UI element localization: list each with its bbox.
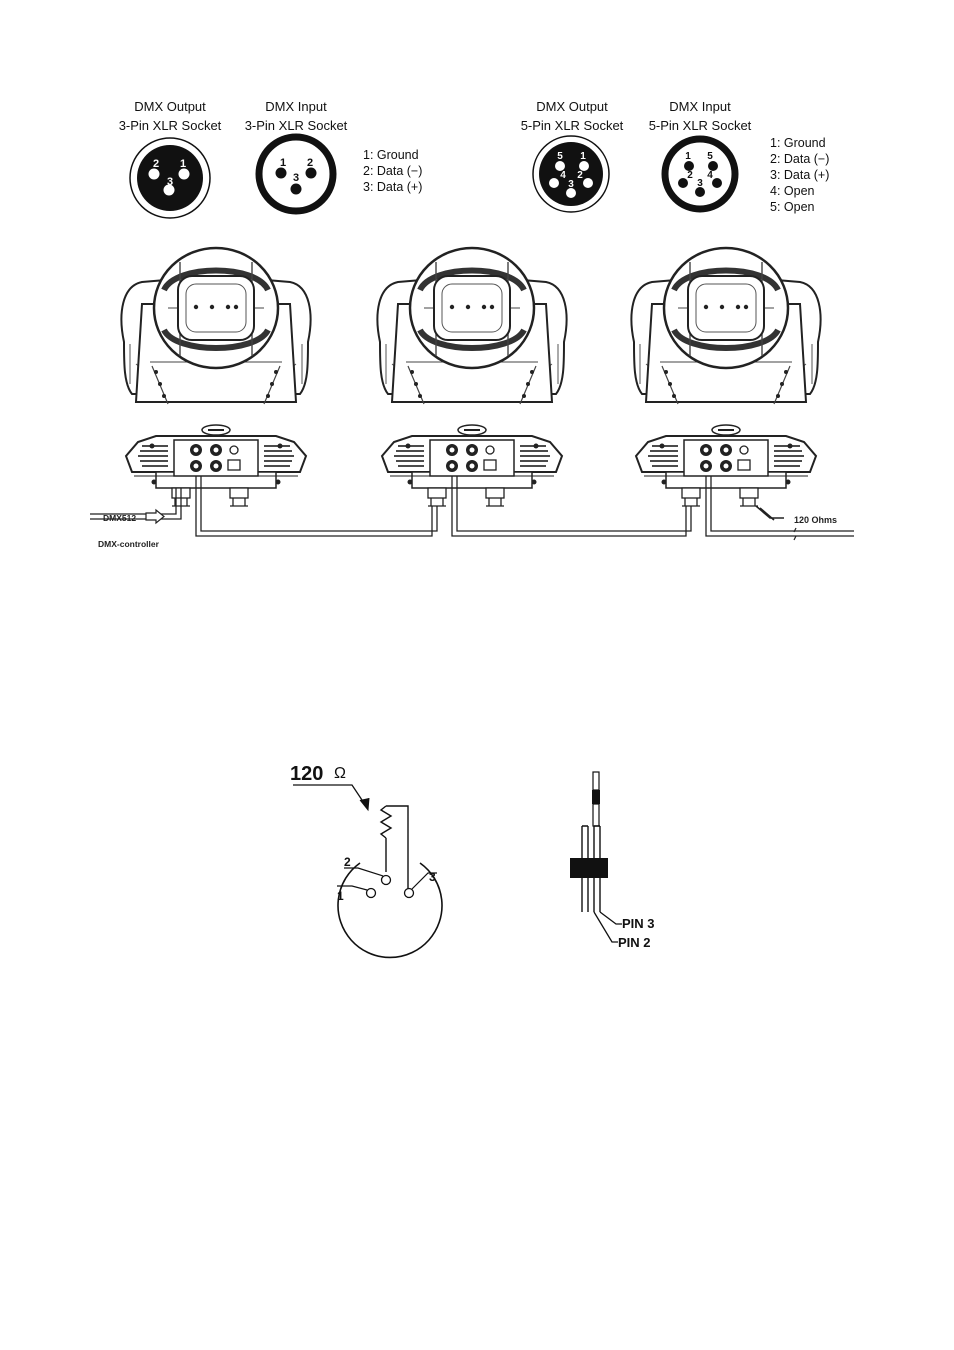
moving-head-fixture-1 — [121, 248, 310, 506]
xlr-5pin-input-socket: 1 5 2 4 3 — [665, 139, 735, 209]
terminator-resistor-diagram: 120 Ω 2 1 3 — [290, 763, 442, 957]
pin-label: 3 — [429, 870, 436, 884]
pin-number: 4 — [707, 170, 713, 181]
pin-number: 3 — [293, 172, 299, 184]
terminator-side-view: PIN 3 PIN 2 — [570, 772, 655, 950]
pin-number: 2 — [687, 170, 693, 181]
dmx-controller-label: DMX-controller — [98, 539, 160, 549]
xlr-3pin-input-socket: 1 2 3 — [259, 137, 333, 211]
xlr-5pin-output-socket: 5 1 4 2 3 — [533, 136, 609, 212]
pin-3-label: PIN 3 — [622, 916, 655, 931]
pin-2-contact — [382, 876, 391, 885]
pin-number: 2 — [577, 170, 583, 181]
terminator-120-ohms-label: 120 Ohms — [794, 515, 837, 525]
dmx512-input-arrow-icon — [146, 510, 164, 523]
xlr-3pin-output-socket: 2 1 3 — [130, 138, 210, 218]
dmx512-label: DMX512 — [103, 513, 136, 523]
pin-number: 1 — [180, 158, 186, 170]
pin-2-label: PIN 2 — [618, 935, 651, 950]
pin-number: 1 — [280, 157, 286, 169]
moving-head-fixture-3 — [631, 248, 820, 506]
pin-label: 1 — [337, 889, 344, 903]
pin-number: 1 — [580, 151, 586, 162]
pin-number: 3 — [167, 176, 173, 188]
pin-3-contact — [405, 889, 414, 898]
ohm-symbol-icon: Ω — [334, 765, 346, 782]
resistor-value-label: 120 — [290, 763, 323, 785]
pin-1-contact — [367, 889, 376, 898]
moving-head-fixture-2 — [377, 248, 566, 506]
pin-number: 5 — [557, 151, 563, 162]
pin-number: 3 — [697, 178, 703, 189]
pin-number: 4 — [560, 170, 566, 181]
pin-number: 3 — [568, 179, 574, 190]
pin-number: 2 — [153, 158, 159, 170]
pin-label: 2 — [344, 855, 351, 869]
pin-number: 5 — [707, 151, 713, 162]
pin-number: 2 — [307, 157, 313, 169]
pin-number: 1 — [685, 151, 691, 162]
